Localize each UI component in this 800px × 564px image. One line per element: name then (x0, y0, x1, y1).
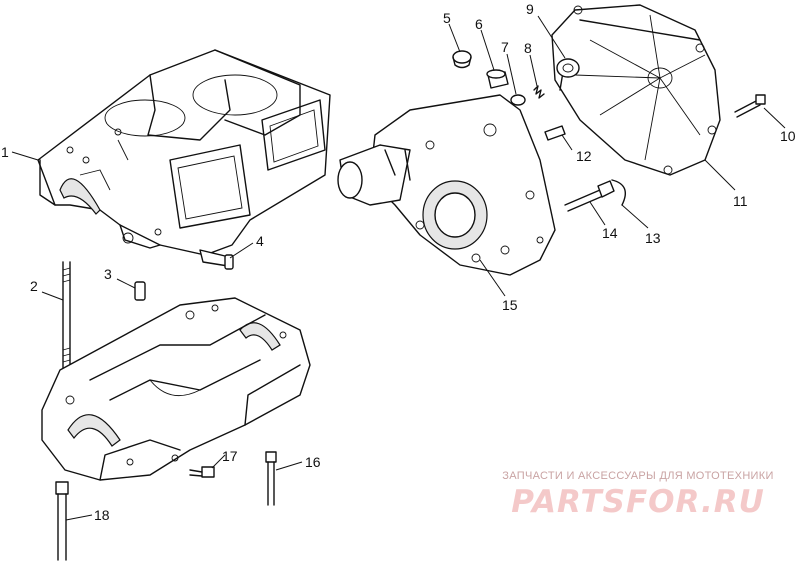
oring-13 (611, 179, 626, 206)
plug-6 (486, 69, 509, 89)
callout-16: 16 (305, 454, 321, 470)
bolt-17 (189, 466, 215, 478)
callout-11: 11 (733, 193, 748, 209)
callout-7: 7 (501, 39, 509, 55)
callout-1: 1 (1, 144, 9, 160)
seal-9 (556, 58, 580, 78)
callout-6: 6 (475, 16, 483, 32)
callout-5: 5 (443, 10, 451, 26)
plug-bolt (199, 249, 234, 270)
callout-18: 18 (94, 507, 110, 523)
bolt-14 (564, 180, 615, 212)
dowel-pin (134, 281, 146, 301)
bolt-10 (734, 94, 766, 118)
pin-12 (544, 125, 566, 141)
callout-3: 3 (104, 266, 112, 282)
callout-10: 10 (780, 128, 796, 144)
callout-2: 2 (30, 278, 38, 294)
oil-pump-cover (551, 4, 721, 176)
rotary-valve-cover (337, 94, 556, 276)
bolt-16 (265, 451, 277, 506)
leader-lines (11, 15, 786, 521)
partsfor-watermark: ЗАПЧАСТИ И АКСЕССУАРЫ ДЛЯ МОТОТЕХНИКИ PA… (488, 470, 788, 520)
watermark-logo: PARTSFOR.RU (511, 484, 765, 520)
callout-4: 4 (256, 233, 264, 249)
callout-9: 9 (526, 1, 534, 17)
callout-17: 17 (222, 448, 238, 464)
callout-15: 15 (502, 297, 518, 313)
callout-12: 12 (576, 148, 592, 164)
spring-8 (533, 85, 545, 99)
crankcase-stud-upper (62, 261, 71, 373)
upper-crankcase (37, 49, 331, 256)
lower-crankcase (41, 297, 311, 481)
callout-8: 8 (524, 40, 532, 56)
nut-7 (510, 94, 526, 106)
callout-14: 14 (602, 225, 618, 241)
callout-13: 13 (645, 230, 661, 246)
watermark-subtitle: ЗАПЧАСТИ И АКСЕССУАРЫ ДЛЯ МОТОТЕХНИКИ (502, 470, 774, 482)
callout-labels: 1 2 3 4 5 6 7 8 9 10 11 12 13 14 15 16 1… (1, 1, 796, 523)
stud-18 (55, 481, 69, 561)
bushing-5 (452, 50, 472, 69)
